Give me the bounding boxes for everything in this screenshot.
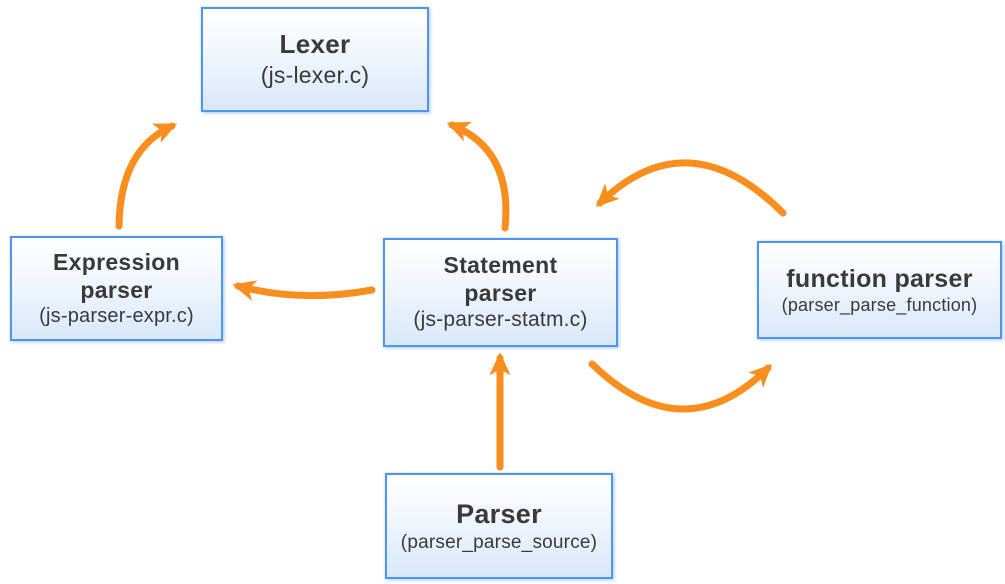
node-parser-title: Parser	[456, 498, 542, 529]
node-lexer: Lexer (js-lexer.c)	[201, 7, 429, 112]
node-function-parser: function parser (parser_parse_function)	[757, 241, 1002, 339]
node-expression-parser-title-line2: parser	[80, 277, 153, 303]
node-expression-parser: Expression parser (js-parser-expr.c)	[10, 236, 223, 341]
node-function-parser-title: function parser	[786, 264, 973, 293]
node-function-parser-subtitle: (parser_parse_function)	[781, 295, 978, 315]
edge-expression-to-lexer-arrow	[115, 122, 178, 230]
node-statement-parser-title-line2: parser	[464, 280, 537, 307]
node-statement-parser-title-line1: Statement	[443, 252, 558, 279]
node-parser: Parser (parser_parse_source)	[385, 473, 613, 579]
node-lexer-subtitle: (js-lexer.c)	[260, 61, 370, 88]
edge-function-to-statement-arrow	[595, 159, 787, 217]
node-parser-subtitle: (parser_parse_source)	[400, 531, 598, 553]
node-lexer-title: Lexer	[279, 29, 351, 60]
node-expression-parser-title-line1: Expression	[53, 248, 180, 275]
node-expression-parser-subtitle: (js-parser-expr.c)	[39, 305, 194, 328]
node-statement-parser-subtitle: (js-parser-statm.c)	[413, 308, 588, 332]
edge-statement-to-expression-arrow	[232, 280, 376, 301]
edge-statement-to-function-arrow	[588, 360, 773, 413]
edge-statement-to-lexer-arrow	[446, 121, 510, 232]
node-statement-parser: Statement parser (js-parser-statm.c)	[383, 238, 618, 347]
